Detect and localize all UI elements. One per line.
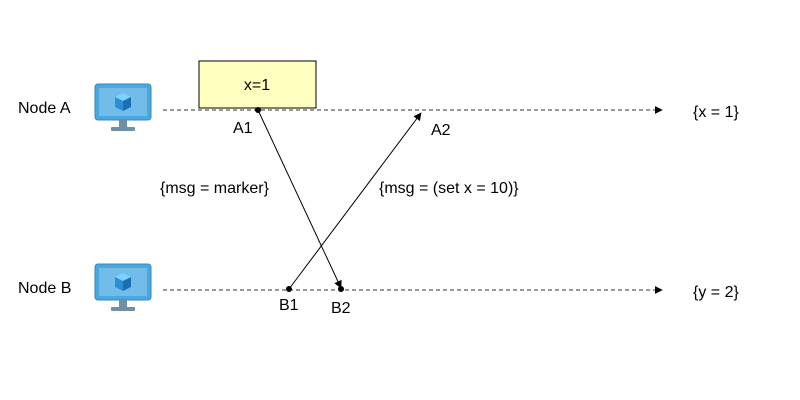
monitor-icon — [94, 263, 152, 311]
event-label-a2: A2 — [431, 122, 451, 139]
node-b-label: Node B — [18, 280, 71, 297]
monitor-icon — [94, 83, 152, 131]
message-arrow-marker — [257, 109, 342, 289]
node-b-final-state: {y = 2} — [693, 284, 739, 301]
node-a-final-state: {x = 1} — [693, 104, 739, 121]
node-a-label: Node A — [18, 100, 71, 117]
cube-icon — [115, 93, 131, 111]
message-label-set-x: {msg = (set x = 10)} — [379, 180, 519, 197]
event-label-b2: B2 — [331, 300, 351, 317]
event-point-b1 — [286, 286, 292, 292]
cube-icon — [115, 273, 131, 291]
message-arrow-set-x — [288, 112, 422, 290]
event-point-a1 — [255, 107, 261, 113]
event-point-b2 — [338, 286, 344, 292]
node-b: Node B {y = 2} — [18, 263, 739, 311]
event-label-a1: A1 — [233, 120, 253, 137]
message-label-marker: {msg = marker} — [160, 180, 270, 197]
event-label-b1: B1 — [279, 297, 299, 314]
state-box: x=1 — [198, 60, 317, 109]
state-box-text: x=1 — [244, 77, 270, 94]
node-a: Node A {x = 1} — [18, 83, 739, 131]
